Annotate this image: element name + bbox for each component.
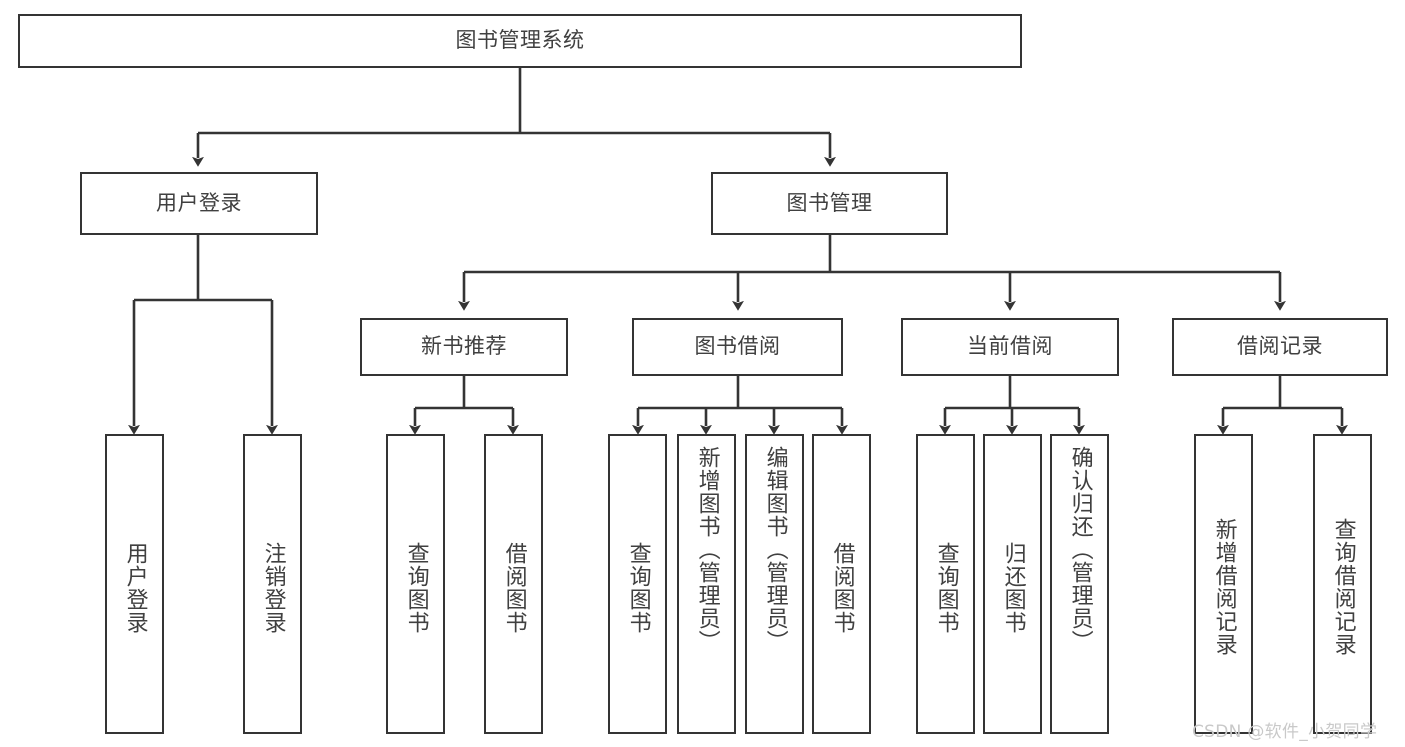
leaf-add-borrow-record-label: 新增借阅记录 — [1211, 518, 1237, 656]
leaf-borrow-book-recommend-label: 借阅图书 — [501, 542, 527, 634]
node-root[interactable]: 图书管理系统 — [18, 14, 1022, 68]
node-book-management-label: 图书管理 — [786, 190, 873, 215]
node-user-login[interactable]: 用户登录 — [80, 172, 318, 235]
leaf-query-book-current[interactable]: 查询图书 — [916, 434, 975, 734]
node-current-borrow[interactable]: 当前借阅 — [901, 318, 1119, 376]
node-book-management[interactable]: 图书管理 — [711, 172, 948, 235]
node-borrow-record[interactable]: 借阅记录 — [1172, 318, 1388, 376]
leaf-user-login-label: 用户登录 — [122, 542, 148, 634]
node-new-book-recommend-label: 新书推荐 — [421, 334, 507, 359]
leaf-query-book-current-label: 查询图书 — [933, 542, 959, 634]
leaf-query-borrow-record-label: 查询借阅记录 — [1330, 518, 1356, 656]
node-borrow-record-label: 借阅记录 — [1237, 334, 1323, 359]
leaf-edit-book-admin[interactable]: 编辑图书（管理员） — [745, 434, 804, 734]
leaf-query-borrow-record[interactable]: 查询借阅记录 — [1313, 434, 1372, 734]
leaf-confirm-return-admin[interactable]: 确认归还（管理员） — [1050, 434, 1109, 734]
leaf-edit-book-admin-label: 编辑图书（管理员） — [762, 446, 788, 653]
leaf-add-book-admin[interactable]: 新增图书（管理员） — [677, 434, 736, 734]
leaf-confirm-return-admin-label: 确认归还（管理员） — [1067, 446, 1093, 653]
leaf-query-book-label: 查询图书 — [625, 542, 651, 634]
leaf-user-logout-label: 注销登录 — [260, 542, 286, 634]
leaf-borrow-book[interactable]: 借阅图书 — [812, 434, 871, 734]
leaf-borrow-book-label: 借阅图书 — [829, 542, 855, 634]
leaf-add-borrow-record[interactable]: 新增借阅记录 — [1194, 434, 1253, 734]
leaf-query-book-recommend-label: 查询图书 — [403, 542, 429, 634]
leaf-query-book-recommend[interactable]: 查询图书 — [386, 434, 445, 734]
csdn-watermark: CSDN @软件_小贺同学 — [1192, 722, 1378, 742]
node-user-login-label: 用户登录 — [156, 190, 242, 215]
node-book-borrow[interactable]: 图书借阅 — [632, 318, 843, 376]
leaf-query-book[interactable]: 查询图书 — [608, 434, 667, 734]
node-book-borrow-label: 图书借阅 — [694, 334, 781, 359]
leaf-user-login[interactable]: 用户登录 — [105, 434, 164, 734]
node-new-book-recommend[interactable]: 新书推荐 — [360, 318, 568, 376]
node-current-borrow-label: 当前借阅 — [967, 334, 1053, 359]
leaf-user-logout[interactable]: 注销登录 — [243, 434, 302, 734]
leaf-borrow-book-recommend[interactable]: 借阅图书 — [484, 434, 543, 734]
leaf-add-book-admin-label: 新增图书（管理员） — [694, 446, 720, 653]
leaf-return-book[interactable]: 归还图书 — [983, 434, 1042, 734]
leaf-return-book-label: 归还图书 — [1000, 542, 1026, 634]
node-root-label: 图书管理系统 — [455, 28, 585, 53]
